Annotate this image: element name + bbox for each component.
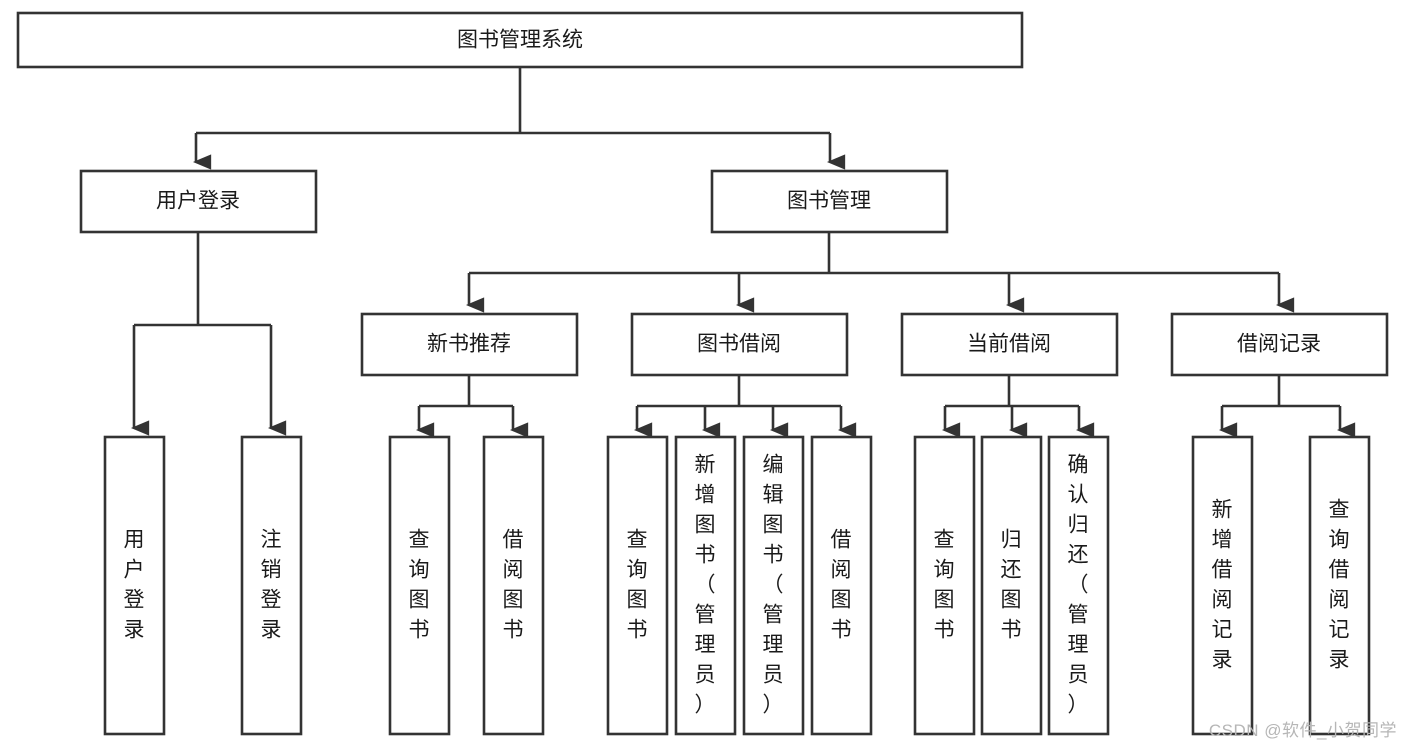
leaf-node[interactable]: 新增图书（管理员）	[674, 435, 737, 736]
leaf-newbook-borrow-label: 借阅图书	[503, 529, 524, 642]
node-book-borrow[interactable]: 图书借阅	[630, 312, 849, 377]
node-user-login-label: 用户登录	[156, 190, 240, 213]
leaf-current-confirm-label: 确认归还（管理员）	[1068, 454, 1089, 717]
leaf-borrow-query-label: 查询图书	[627, 529, 648, 642]
leaf-user-login-box	[103, 435, 166, 736]
node-new-book-recommend-label: 新书推荐	[427, 333, 511, 356]
leaf-current-confirm-box	[1047, 435, 1110, 736]
node-borrow-records-label: 借阅记录	[1237, 333, 1321, 356]
leaf-user-login-label: 用户登录	[124, 529, 145, 642]
leaf-current-return-label: 归还图书	[1001, 529, 1022, 642]
leaf-borrow-edit-label: 编辑图书（管理员）	[763, 454, 784, 717]
node-new-book-recommend[interactable]: 新书推荐	[360, 312, 579, 377]
leaf-current-query-label: 查询图书	[934, 529, 955, 642]
leaf-borrow-edit-box	[742, 435, 805, 736]
node-root-box	[16, 11, 1024, 69]
node-borrow-records[interactable]: 借阅记录	[1170, 312, 1389, 377]
node-borrow-records-box	[1170, 312, 1389, 377]
leaf-node[interactable]: 借阅图书	[810, 435, 873, 736]
leaf-node[interactable]: 查询图书	[606, 435, 669, 736]
leaf-borrow-do-label: 借阅图书	[831, 529, 852, 642]
leaf-node[interactable]: 查询图书	[388, 435, 451, 736]
leaf-current-return-box	[980, 435, 1043, 736]
node-user-login-box	[79, 169, 318, 234]
leaf-borrow-add-label: 新增图书（管理员）	[695, 454, 716, 717]
leaf-logout-box	[240, 435, 303, 736]
leaf-node[interactable]: 借阅图书	[482, 435, 545, 736]
leaf-logout-label: 注销登录	[261, 529, 282, 642]
leaf-node[interactable]: 用户登录	[103, 435, 166, 736]
leaf-node[interactable]: 注销登录	[240, 435, 303, 736]
leaf-records-query-box	[1308, 435, 1371, 736]
leaf-borrow-query-box	[606, 435, 669, 736]
edges-layer	[130, 67, 1356, 438]
node-new-book-recommend-box	[360, 312, 579, 377]
node-book-management[interactable]: 图书管理	[710, 169, 949, 234]
leaf-node[interactable]: 确认归还（管理员）	[1047, 435, 1110, 736]
node-book-management-box	[710, 169, 949, 234]
node-root-system[interactable]: 图书管理系统	[16, 11, 1024, 69]
node-book-borrow-box	[630, 312, 849, 377]
node-current-borrow[interactable]: 当前借阅	[900, 312, 1119, 377]
node-root-label: 图书管理系统	[457, 29, 583, 52]
leaf-newbook-borrow-box	[482, 435, 545, 736]
leaf-borrow-add-box	[674, 435, 737, 736]
csdn-watermark: CSDN @软件_小贺同学	[1208, 721, 1397, 740]
node-user-login[interactable]: 用户登录	[79, 169, 318, 234]
leaf-newbook-query-box	[388, 435, 451, 736]
node-current-borrow-box	[900, 312, 1119, 377]
node-current-borrow-label: 当前借阅	[967, 333, 1051, 356]
leaf-records-query-label: 查询借阅记录	[1329, 499, 1350, 672]
leaf-records-add-label: 新增借阅记录	[1212, 499, 1233, 672]
leaf-node[interactable]: 归还图书	[980, 435, 1043, 736]
leaf-records-add-box	[1191, 435, 1254, 736]
node-book-management-label: 图书管理	[787, 190, 871, 213]
leaf-newbook-query-label: 查询图书	[409, 529, 430, 642]
leaf-node[interactable]: 编辑图书（管理员）	[742, 435, 805, 736]
leaf-node[interactable]: 查询图书	[913, 435, 976, 736]
leaf-borrow-do-box	[810, 435, 873, 736]
leaf-node[interactable]: 查询借阅记录	[1308, 435, 1371, 736]
leaf-current-query-box	[913, 435, 976, 736]
leaf-node[interactable]: 新增借阅记录	[1191, 435, 1254, 736]
node-book-borrow-label: 图书借阅	[697, 333, 781, 356]
